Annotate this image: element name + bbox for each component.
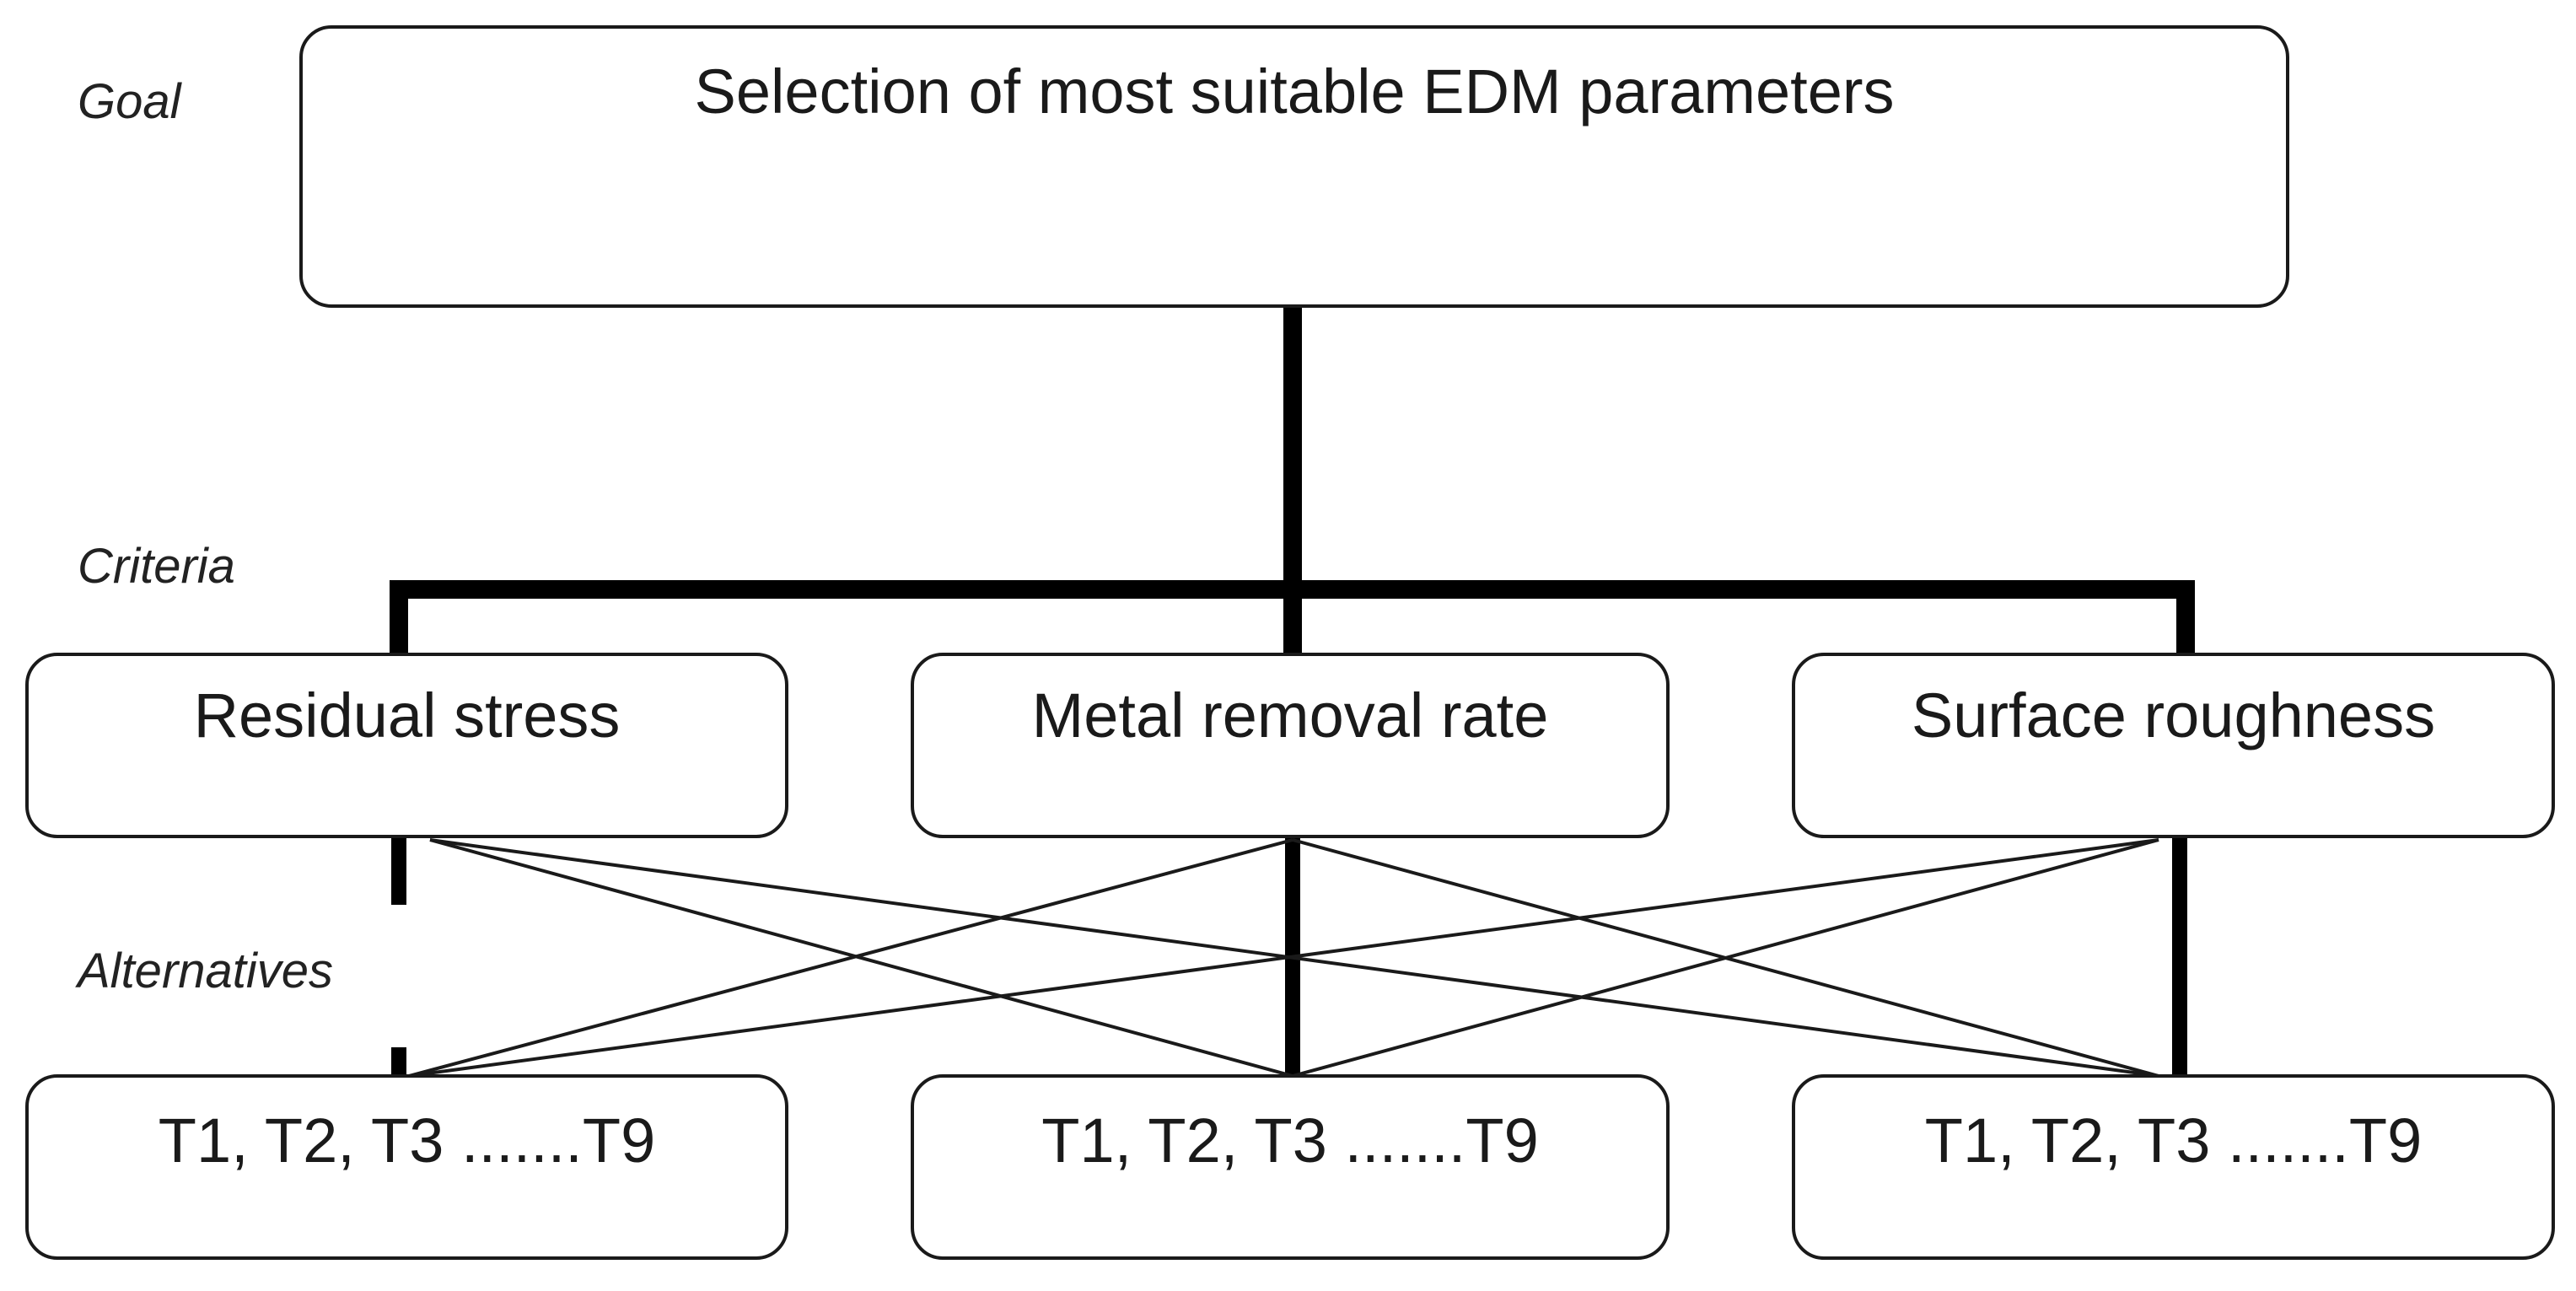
alternatives-label: T1, T2, T3 .......T9 xyxy=(1041,1105,1539,1175)
alternatives-box-3: T1, T2, T3 .......T9 xyxy=(1792,1074,2555,1260)
cross-link-mrr-to-alt1 xyxy=(408,838,1293,1078)
criterion-label: Surface roughness xyxy=(1911,680,2436,750)
alternatives-box-1: T1, T2, T3 .......T9 xyxy=(25,1074,788,1260)
alternatives-box-2: T1, T2, T3 .......T9 xyxy=(911,1074,1670,1260)
level-label-alternatives: Alternatives xyxy=(78,944,334,998)
level-label-criteria: Criteria xyxy=(78,539,235,594)
criteria-alternatives-cross-links xyxy=(408,838,2159,1078)
cross-link-rs-to-alt2 xyxy=(429,838,1293,1078)
cross-link-sr-to-alt2 xyxy=(1292,838,2159,1078)
alternatives-label: T1, T2, T3 .......T9 xyxy=(158,1105,656,1175)
criterion-label: Metal removal rate xyxy=(1031,680,1549,750)
criterion-box-metal-removal-rate: Metal removal rate xyxy=(911,653,1670,838)
goal-label: Selection of most suitable EDM parameter… xyxy=(694,56,1895,126)
criterion-label: Residual stress xyxy=(193,680,621,750)
goal-criteria-connectors xyxy=(390,305,2195,656)
criterion-box-residual-stress: Residual stress xyxy=(25,653,788,838)
alternatives-label: T1, T2, T3 .......T9 xyxy=(1924,1105,2423,1175)
cross-link-sr-to-alt1 xyxy=(408,838,2159,1078)
level-label-goal: Goal xyxy=(78,74,181,129)
criterion-box-surface-roughness: Surface roughness xyxy=(1792,653,2555,838)
goal-box: Selection of most suitable EDM parameter… xyxy=(299,25,2289,308)
